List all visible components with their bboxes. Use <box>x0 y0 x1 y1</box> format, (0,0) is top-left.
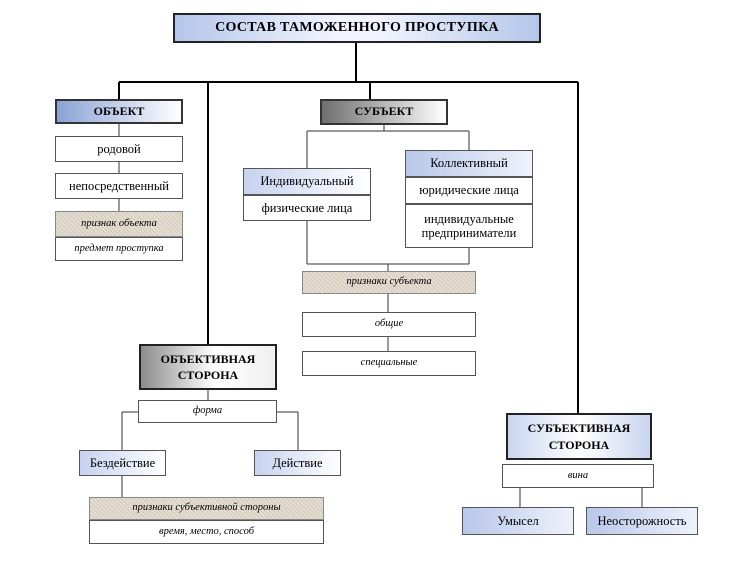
subject-feature-special: специальные <box>302 351 476 376</box>
subject-header: СУБЪЕКТ <box>320 99 448 125</box>
object-header: ОБЪЕКТ <box>55 99 183 124</box>
subject-collective-item-entrepreneurs: индивидуальные предприниматели <box>405 204 533 248</box>
object-feature-label: признак объекта <box>55 211 183 237</box>
objective-side-header: ОБЪЕКТИВНАЯ СТОРОНА <box>139 344 277 390</box>
subject-individual-item: физические лица <box>243 195 371 221</box>
object-item-direct: непосредственный <box>55 173 183 199</box>
object-feature-value: предмет проступка <box>55 237 183 261</box>
subject-collective-item-legal: юридические лица <box>405 177 533 204</box>
objective-side-feature-value: время, место, способ <box>89 520 324 544</box>
subject-individual-header: Индивидуальный <box>243 168 371 195</box>
subjective-side-header: СУБЪЕКТИВНАЯ СТОРОНА <box>506 413 652 460</box>
subject-feature-general: общие <box>302 312 476 337</box>
subject-collective-header: Коллективный <box>405 150 533 177</box>
objective-side-feature-label: признаки субъективной стороны <box>89 497 324 520</box>
object-item-generic: родовой <box>55 136 183 162</box>
subjective-side-form-negligence: Неосторожность <box>586 507 698 535</box>
subject-feature-label: признаки субъекта <box>302 271 476 294</box>
objective-side-form-inaction: Бездействие <box>79 450 166 476</box>
objective-side-form-label: форма <box>138 400 277 423</box>
subjective-side-form-intent: Умысел <box>462 507 574 535</box>
subjective-side-guilt-label: вина <box>502 464 654 488</box>
objective-side-form-action: Действие <box>254 450 341 476</box>
diagram-title: СОСТАВ ТАМОЖЕННОГО ПРОСТУПКА <box>173 13 541 43</box>
